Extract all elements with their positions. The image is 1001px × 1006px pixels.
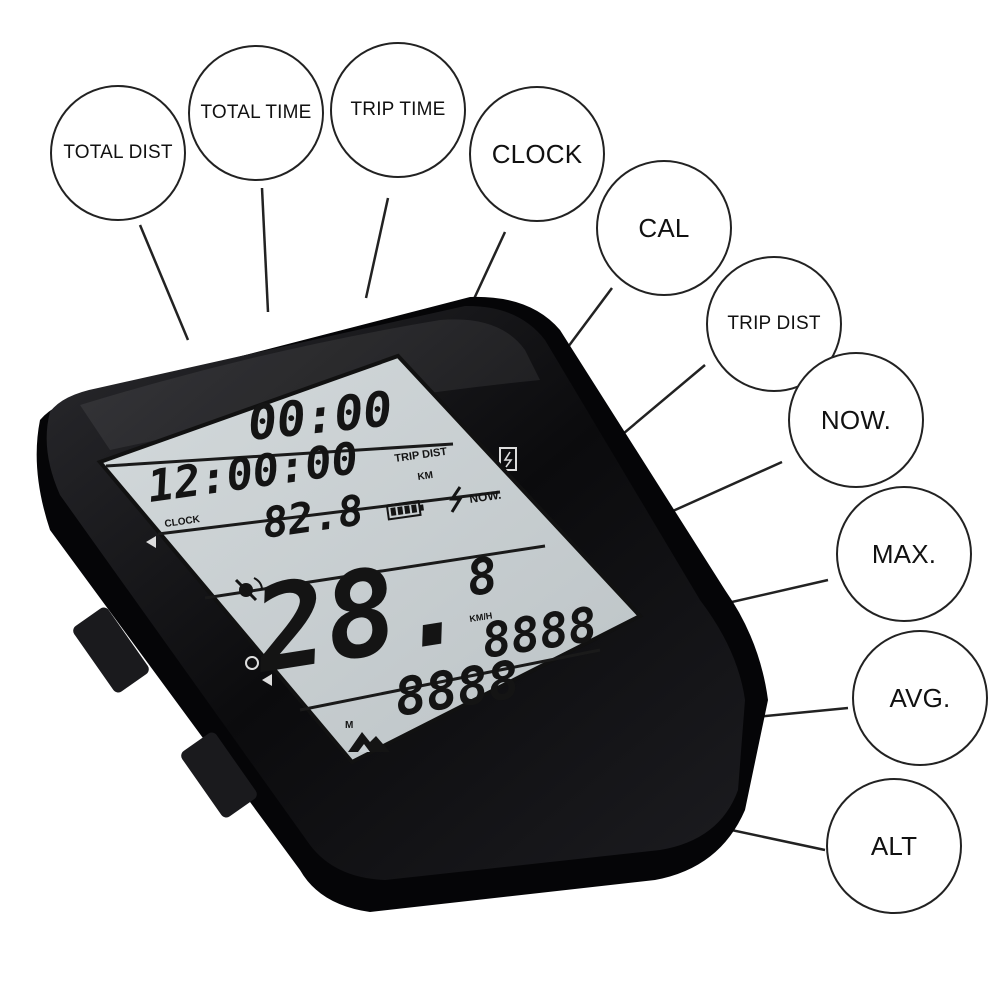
lightning-icon [449,486,463,513]
up-arrow-icon [146,536,156,548]
callout-trip-time: TRIP TIME [330,42,466,178]
left-arrow-icon [262,674,272,686]
callout-now: NOW. [788,352,924,488]
clock-label: CLOCK [164,514,202,530]
callout-total-dist: TOTAL DIST [50,85,186,221]
now-label: NOW. [468,488,502,506]
callout-total-time: TOTAL TIME [188,45,324,181]
current-speed-value: 28. [243,530,477,700]
callout-clock: CLOCK [469,86,605,222]
callout-avg: AVG. [852,630,988,766]
charge-icon [499,447,517,471]
battery-icon [385,499,424,521]
km-label: KM [417,470,434,483]
callout-cal: CAL [596,160,732,296]
callout-alt: ALT [826,778,962,914]
lcd-dividers [105,442,601,712]
mountain-icon [348,732,390,752]
power-icon [245,656,259,670]
altitude-unit: M [345,720,353,731]
speed-unit: KM/H [469,611,493,624]
gps-satellite-icon [234,577,263,602]
callout-max: MAX. [836,486,972,622]
